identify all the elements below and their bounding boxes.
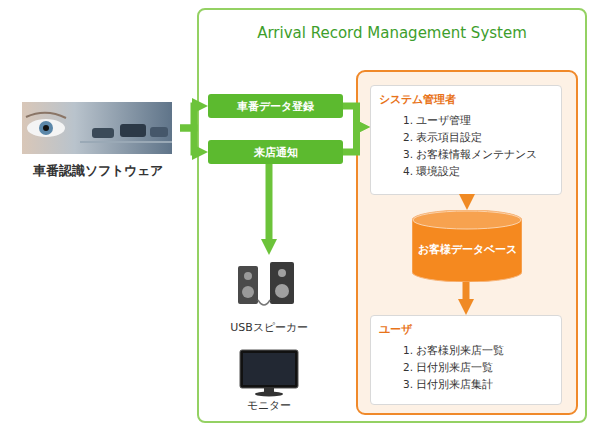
cylinder-body	[412, 210, 522, 282]
list-item: 2. 表示項目設定	[379, 129, 553, 146]
node-heading: 来店通知	[254, 145, 298, 160]
node-heading: Arrival Record Management System	[199, 24, 585, 42]
speaker-cone	[278, 269, 286, 277]
list-item: 3. お客様情報メンテナンス	[379, 146, 553, 163]
flow-arrow	[463, 282, 470, 303]
speaker-cone	[244, 272, 252, 280]
speaker-device: USBスピーカー	[225, 255, 313, 335]
speaker-cone	[275, 284, 289, 298]
admin-panel: システム管理者 1. ユーザ管理2. 表示項目設定3. お客様情報メンテナンス4.…	[370, 85, 562, 195]
car-shape	[120, 124, 146, 137]
car-shape	[92, 128, 114, 138]
function-button: 車番データ登録	[208, 94, 343, 118]
speaker-body	[270, 262, 294, 304]
node-heading: モニター	[247, 398, 291, 413]
node-heading: ユーザ	[379, 322, 553, 337]
list-item: 4. 環境設定	[379, 163, 553, 180]
node-heading: システム管理者	[379, 92, 553, 107]
speaker-cone	[242, 286, 254, 298]
flow-arrow	[343, 127, 358, 152]
list-item: 2. 日付別来店一覧	[379, 359, 553, 376]
eye-pupil	[43, 125, 49, 131]
flow-arrow	[464, 195, 471, 198]
road-line	[80, 141, 172, 143]
flow-arrow	[266, 164, 273, 243]
monitor-device: モニター	[225, 345, 313, 413]
flow-arrow	[180, 106, 196, 128]
node-heading: お客様データベース	[418, 242, 517, 257]
camera-illustration	[22, 102, 172, 154]
speaker-cable	[258, 300, 270, 305]
node-heading: 車番データ登録	[237, 99, 314, 114]
flow-arrow	[180, 128, 196, 152]
orange-frame	[357, 71, 577, 414]
list-item: 1. ユーザ管理	[379, 112, 553, 129]
cylinder-top	[413, 211, 521, 229]
list-item: 1. お客様別来店一覧	[379, 342, 553, 359]
photo-frame	[22, 102, 172, 154]
eyebrow	[26, 113, 66, 118]
database-cylinder: お客様データベース	[412, 210, 522, 282]
monitor-glass	[243, 353, 295, 385]
speaker-illustration	[238, 262, 294, 305]
node-heading: 車番認識ソフトウェア	[33, 162, 163, 180]
flow-arrow	[343, 106, 358, 127]
speaker-body	[238, 266, 258, 304]
monitor-base	[255, 392, 283, 397]
car-shape	[150, 127, 168, 137]
monitor-illustration	[240, 350, 298, 397]
function-button: 来店通知	[208, 140, 343, 164]
list-item: 3. 日付別来店集計	[379, 376, 553, 393]
eye-white	[27, 119, 65, 137]
node-heading: USBスピーカー	[230, 320, 308, 335]
eye-iris	[39, 121, 53, 135]
monitor-screen	[240, 350, 298, 388]
system-frame: Arrival Record Management System 車番データ登録来…	[197, 8, 587, 423]
user-panel: ユーザ 1. お客様別来店一覧2. 日付別来店一覧3. 日付別来店集計	[370, 315, 562, 405]
software-picture: 車番認識ソフトウェア	[15, 100, 180, 180]
